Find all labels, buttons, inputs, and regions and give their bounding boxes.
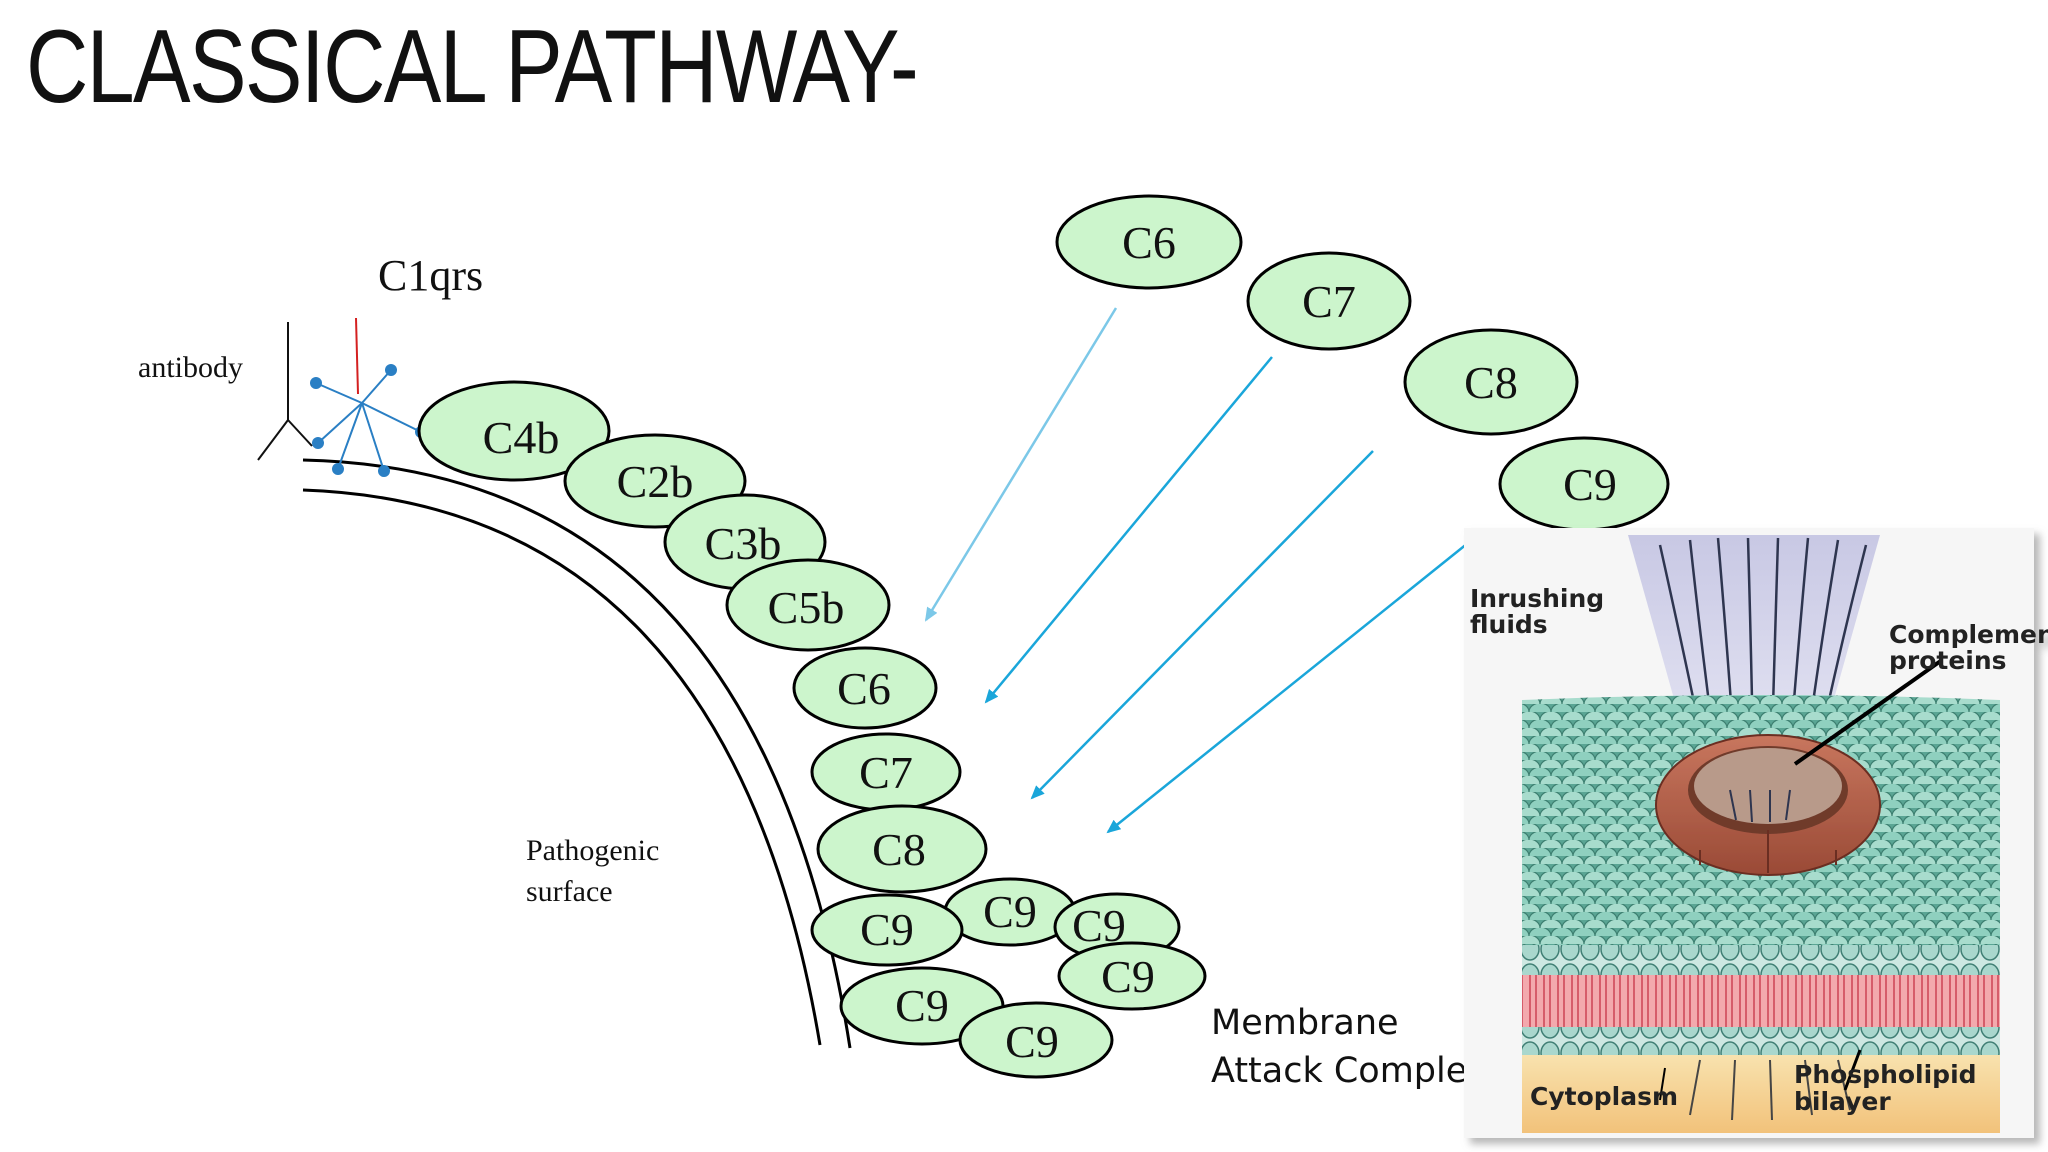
svg-text:C2b: C2b (617, 456, 694, 507)
pore-label-complement-2: proteins (1889, 646, 2007, 675)
antibody-icon (257, 322, 313, 461)
mac-c9-1: C9 (943, 877, 1077, 947)
bound-c8: C8 (816, 804, 988, 894)
svg-text:C8: C8 (872, 824, 926, 875)
pore-label-inrushing-2: fluids (1470, 610, 1548, 639)
bound-c7: C7 (810, 732, 962, 812)
pathogenic-surface-label-2: surface (526, 875, 613, 908)
arrow-c9 (1106, 538, 1474, 834)
svg-text:C9: C9 (1101, 951, 1155, 1002)
svg-text:C4b: C4b (483, 412, 560, 463)
pore-label-phospholipid-1: Phospholipid (1794, 1060, 1977, 1089)
page-title: CLASSICAL PATHWAY- (26, 9, 919, 125)
mac-c9-4: C9 (810, 893, 964, 967)
pore-label-phospholipid-2: bilayer (1794, 1087, 1891, 1116)
arrow-c6 (924, 307, 1118, 622)
pore-label-cytoplasm: Cytoplasm (1530, 1082, 1678, 1111)
svg-text:C9: C9 (860, 904, 914, 955)
c1qrs-label: C1qrs (378, 251, 483, 300)
pathogenic-surface-label-1: Pathogenic (526, 834, 659, 867)
svg-text:C3b: C3b (705, 518, 782, 569)
free-c8: C8 (1403, 328, 1579, 436)
pore-label-complement-1: Complement (1889, 620, 2048, 649)
svg-text:C9: C9 (1563, 459, 1617, 510)
arrow-c8 (1030, 450, 1374, 800)
svg-text:C9: C9 (895, 980, 949, 1031)
free-c9: C9 (1498, 436, 1670, 532)
svg-text:C5b: C5b (768, 582, 845, 633)
svg-text:C9: C9 (983, 886, 1037, 937)
svg-text:C9: C9 (1005, 1016, 1059, 1067)
bound-c4b: C4b (417, 380, 611, 482)
mac-label-2: Attack Complex (1211, 1051, 1487, 1091)
svg-text:C7: C7 (1302, 276, 1356, 327)
membrane-inner-line (302, 488, 822, 1046)
bound-c6: C6 (792, 646, 938, 730)
mac-c9-3: C9 (1057, 941, 1207, 1011)
pore-illustration: Inrushing fluids Complement proteins Cyt… (1464, 528, 2048, 1138)
arrow-c7 (984, 356, 1273, 704)
svg-text:C6: C6 (837, 663, 891, 714)
membrane-outer-line (302, 458, 852, 1049)
bound-c5b: C5b (725, 558, 891, 652)
svg-text:C8: C8 (1464, 357, 1518, 408)
mac-label-1: Membrane (1211, 1003, 1399, 1043)
mac-c9-6: C9 (958, 1001, 1114, 1079)
antibody-label: antibody (138, 351, 243, 384)
free-c7: C7 (1246, 251, 1412, 351)
svg-text:C7: C7 (859, 747, 913, 798)
free-c6: C6 (1055, 194, 1243, 290)
c1qrs-complex-icon (310, 317, 427, 477)
svg-text:C6: C6 (1122, 217, 1176, 268)
mac-c9-5: C9 (839, 966, 1005, 1046)
pore-label-inrushing-1: Inrushing (1470, 584, 1604, 613)
